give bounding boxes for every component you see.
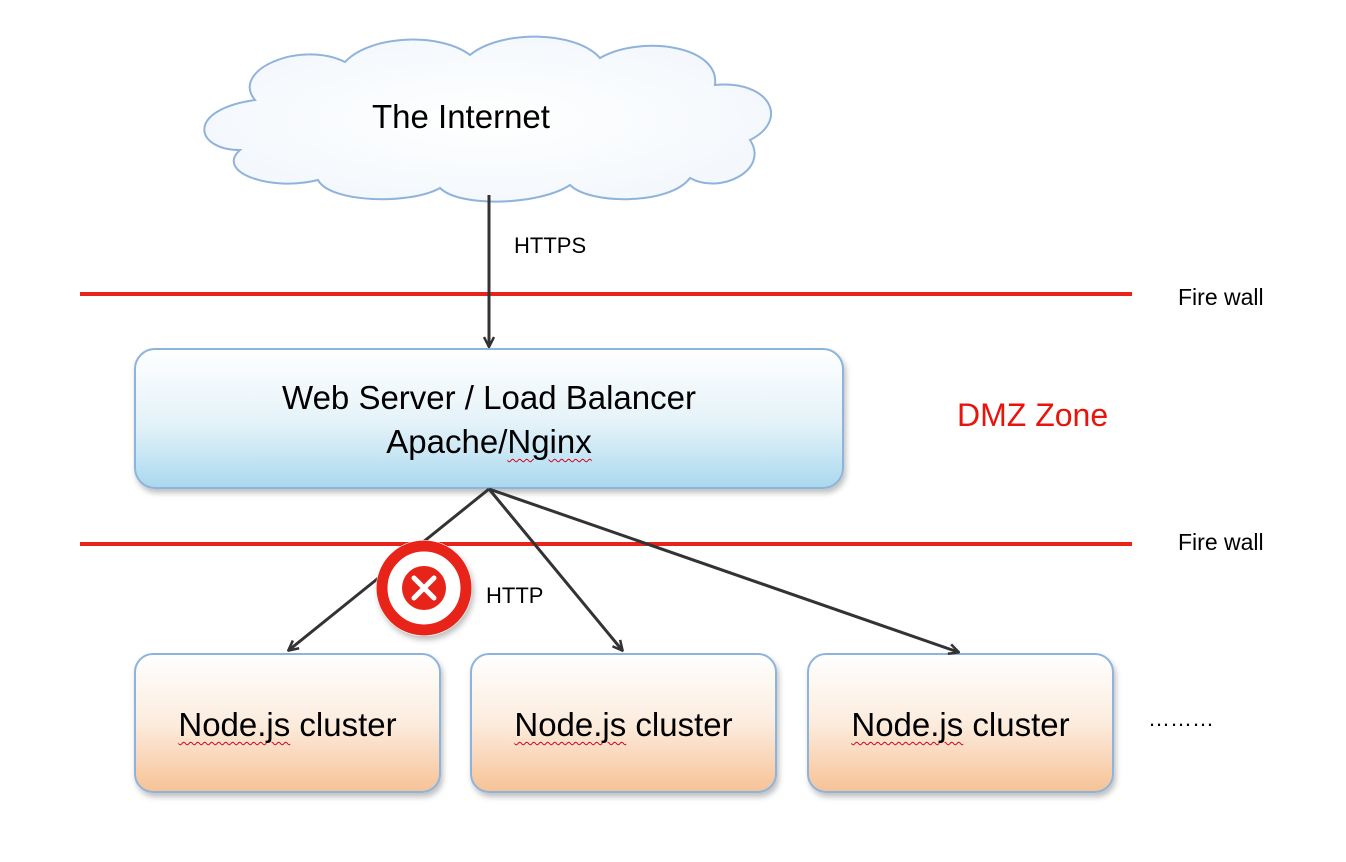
web-server-line2: Apache/Nginx xyxy=(135,420,843,464)
node-label-2-emph: js xyxy=(602,706,627,743)
web-server-box xyxy=(134,348,844,489)
http-arrow-3 xyxy=(488,487,958,652)
node-label-3-emph: js xyxy=(939,706,964,743)
node-label-1-prefix: Node. xyxy=(178,706,267,743)
node-label-1-emph: js xyxy=(266,706,291,743)
node-box-2 xyxy=(470,653,777,793)
node-label-2-prefix: Node. xyxy=(514,706,603,743)
node-box-1 xyxy=(134,653,441,793)
firewall-label-bottom: Fire wall xyxy=(1178,529,1264,555)
web-server-line2-a: Apache/ xyxy=(386,423,508,460)
blocked-x-icon xyxy=(376,540,472,636)
http-arrow-2 xyxy=(487,488,622,650)
internet-label: The Internet xyxy=(372,98,550,135)
https-label: HTTPS xyxy=(514,233,587,258)
web-server-line2-b: Nginx xyxy=(507,423,592,460)
node-label-1: Node.js cluster xyxy=(135,703,440,747)
node-label-2: Node.js cluster xyxy=(471,703,776,747)
node-label-2-suffix: cluster xyxy=(626,706,733,743)
node-label-3-prefix: Node. xyxy=(851,706,940,743)
http-label: HTTP xyxy=(486,583,544,608)
firewall-label-top: Fire wall xyxy=(1178,284,1264,310)
web-server-line1: Web Server / Load Balancer xyxy=(282,379,696,416)
node-label-1-suffix: cluster xyxy=(290,706,397,743)
internet-cloud xyxy=(203,35,772,203)
dmz-zone-label: DMZ Zone xyxy=(957,397,1109,433)
web-server-text: Web Server / Load Balancer Apache/Nginx xyxy=(135,376,843,464)
node-label-3: Node.js cluster xyxy=(808,703,1113,747)
node-label-3-suffix: cluster xyxy=(963,706,1070,743)
more-clusters-ellipsis: ……… xyxy=(1148,706,1214,731)
